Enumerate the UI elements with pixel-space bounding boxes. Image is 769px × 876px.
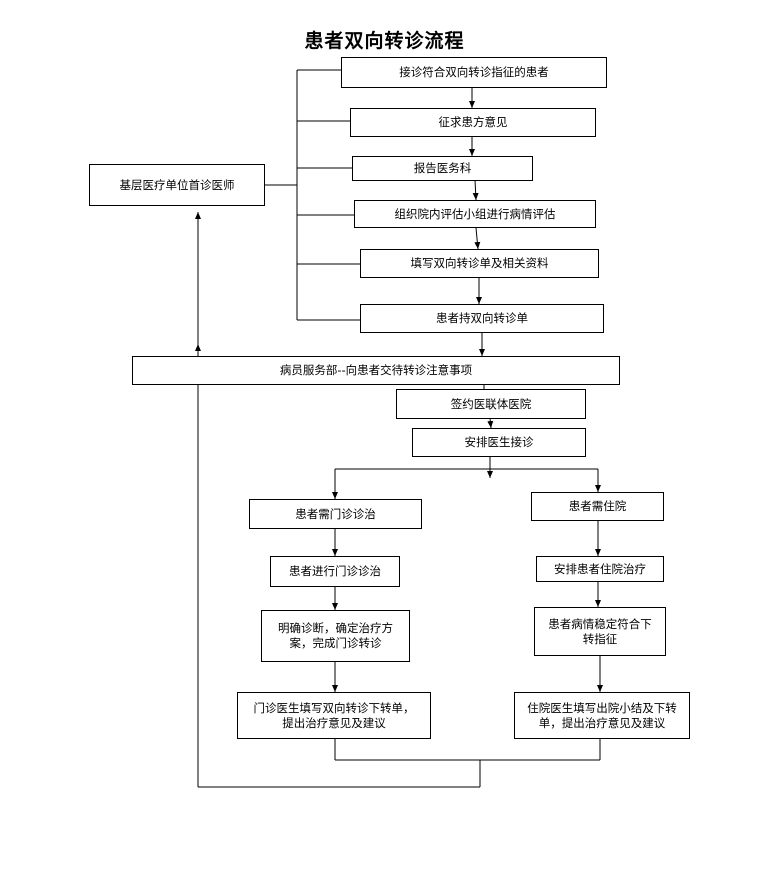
page-title: 患者双向转诊流程 <box>304 30 465 52</box>
arrow-sign-arrange <box>487 417 494 429</box>
flow-step-needs-outpatient: 患者需门诊诊治 <box>249 499 422 529</box>
arrow-b4-b5 <box>474 227 481 250</box>
flow-step-outpatient-treatment: 患者进行门诊诊治 <box>270 556 400 587</box>
flow-step-outpatient-downward-form: 门诊医生填写双向转诊下转单，提出治疗意见及建议 <box>237 692 431 739</box>
flow-step-report-medical-dept: 报告医务科 <box>352 156 533 181</box>
flow-step-confirm-diagnosis: 明确诊断，确定治疗方案，完成门诊转诊 <box>261 610 410 662</box>
flow-step-arrange-doctor: 安排医生接诊 <box>412 428 586 457</box>
flow-step-primary-doctor: 基层医疗单位首诊医师 <box>89 164 265 206</box>
arrow-b3-b4 <box>472 179 479 201</box>
flow-step-receive-patient: 接诊符合双向转诊指征的患者 <box>341 57 607 88</box>
flow-step-condition-stable: 患者病情稳定符合下转指征 <box>534 607 666 656</box>
flow-step-inpatient-discharge-form: 住院医生填写出院小结及下转单，提出治疗意见及建议 <box>514 692 690 739</box>
flow-step-fill-referral-form: 填写双向转诊单及相关资料 <box>360 249 599 278</box>
flow-step-patient-holds-form: 患者持双向转诊单 <box>360 304 604 333</box>
flow-step-seek-opinion: 征求患方意见 <box>350 108 596 137</box>
flow-step-contract-hospital: 签约医联体医院 <box>396 389 586 419</box>
flow-step-inpatient-treatment: 安排患者住院治疗 <box>536 556 664 582</box>
flow-step-assess-condition: 组织院内评估小组进行病情评估 <box>354 200 596 228</box>
flow-step-needs-admission: 患者需住院 <box>531 492 664 521</box>
flow-step-patient-service: 病员服务部--向患者交待转诊注意事项 <box>132 356 620 385</box>
